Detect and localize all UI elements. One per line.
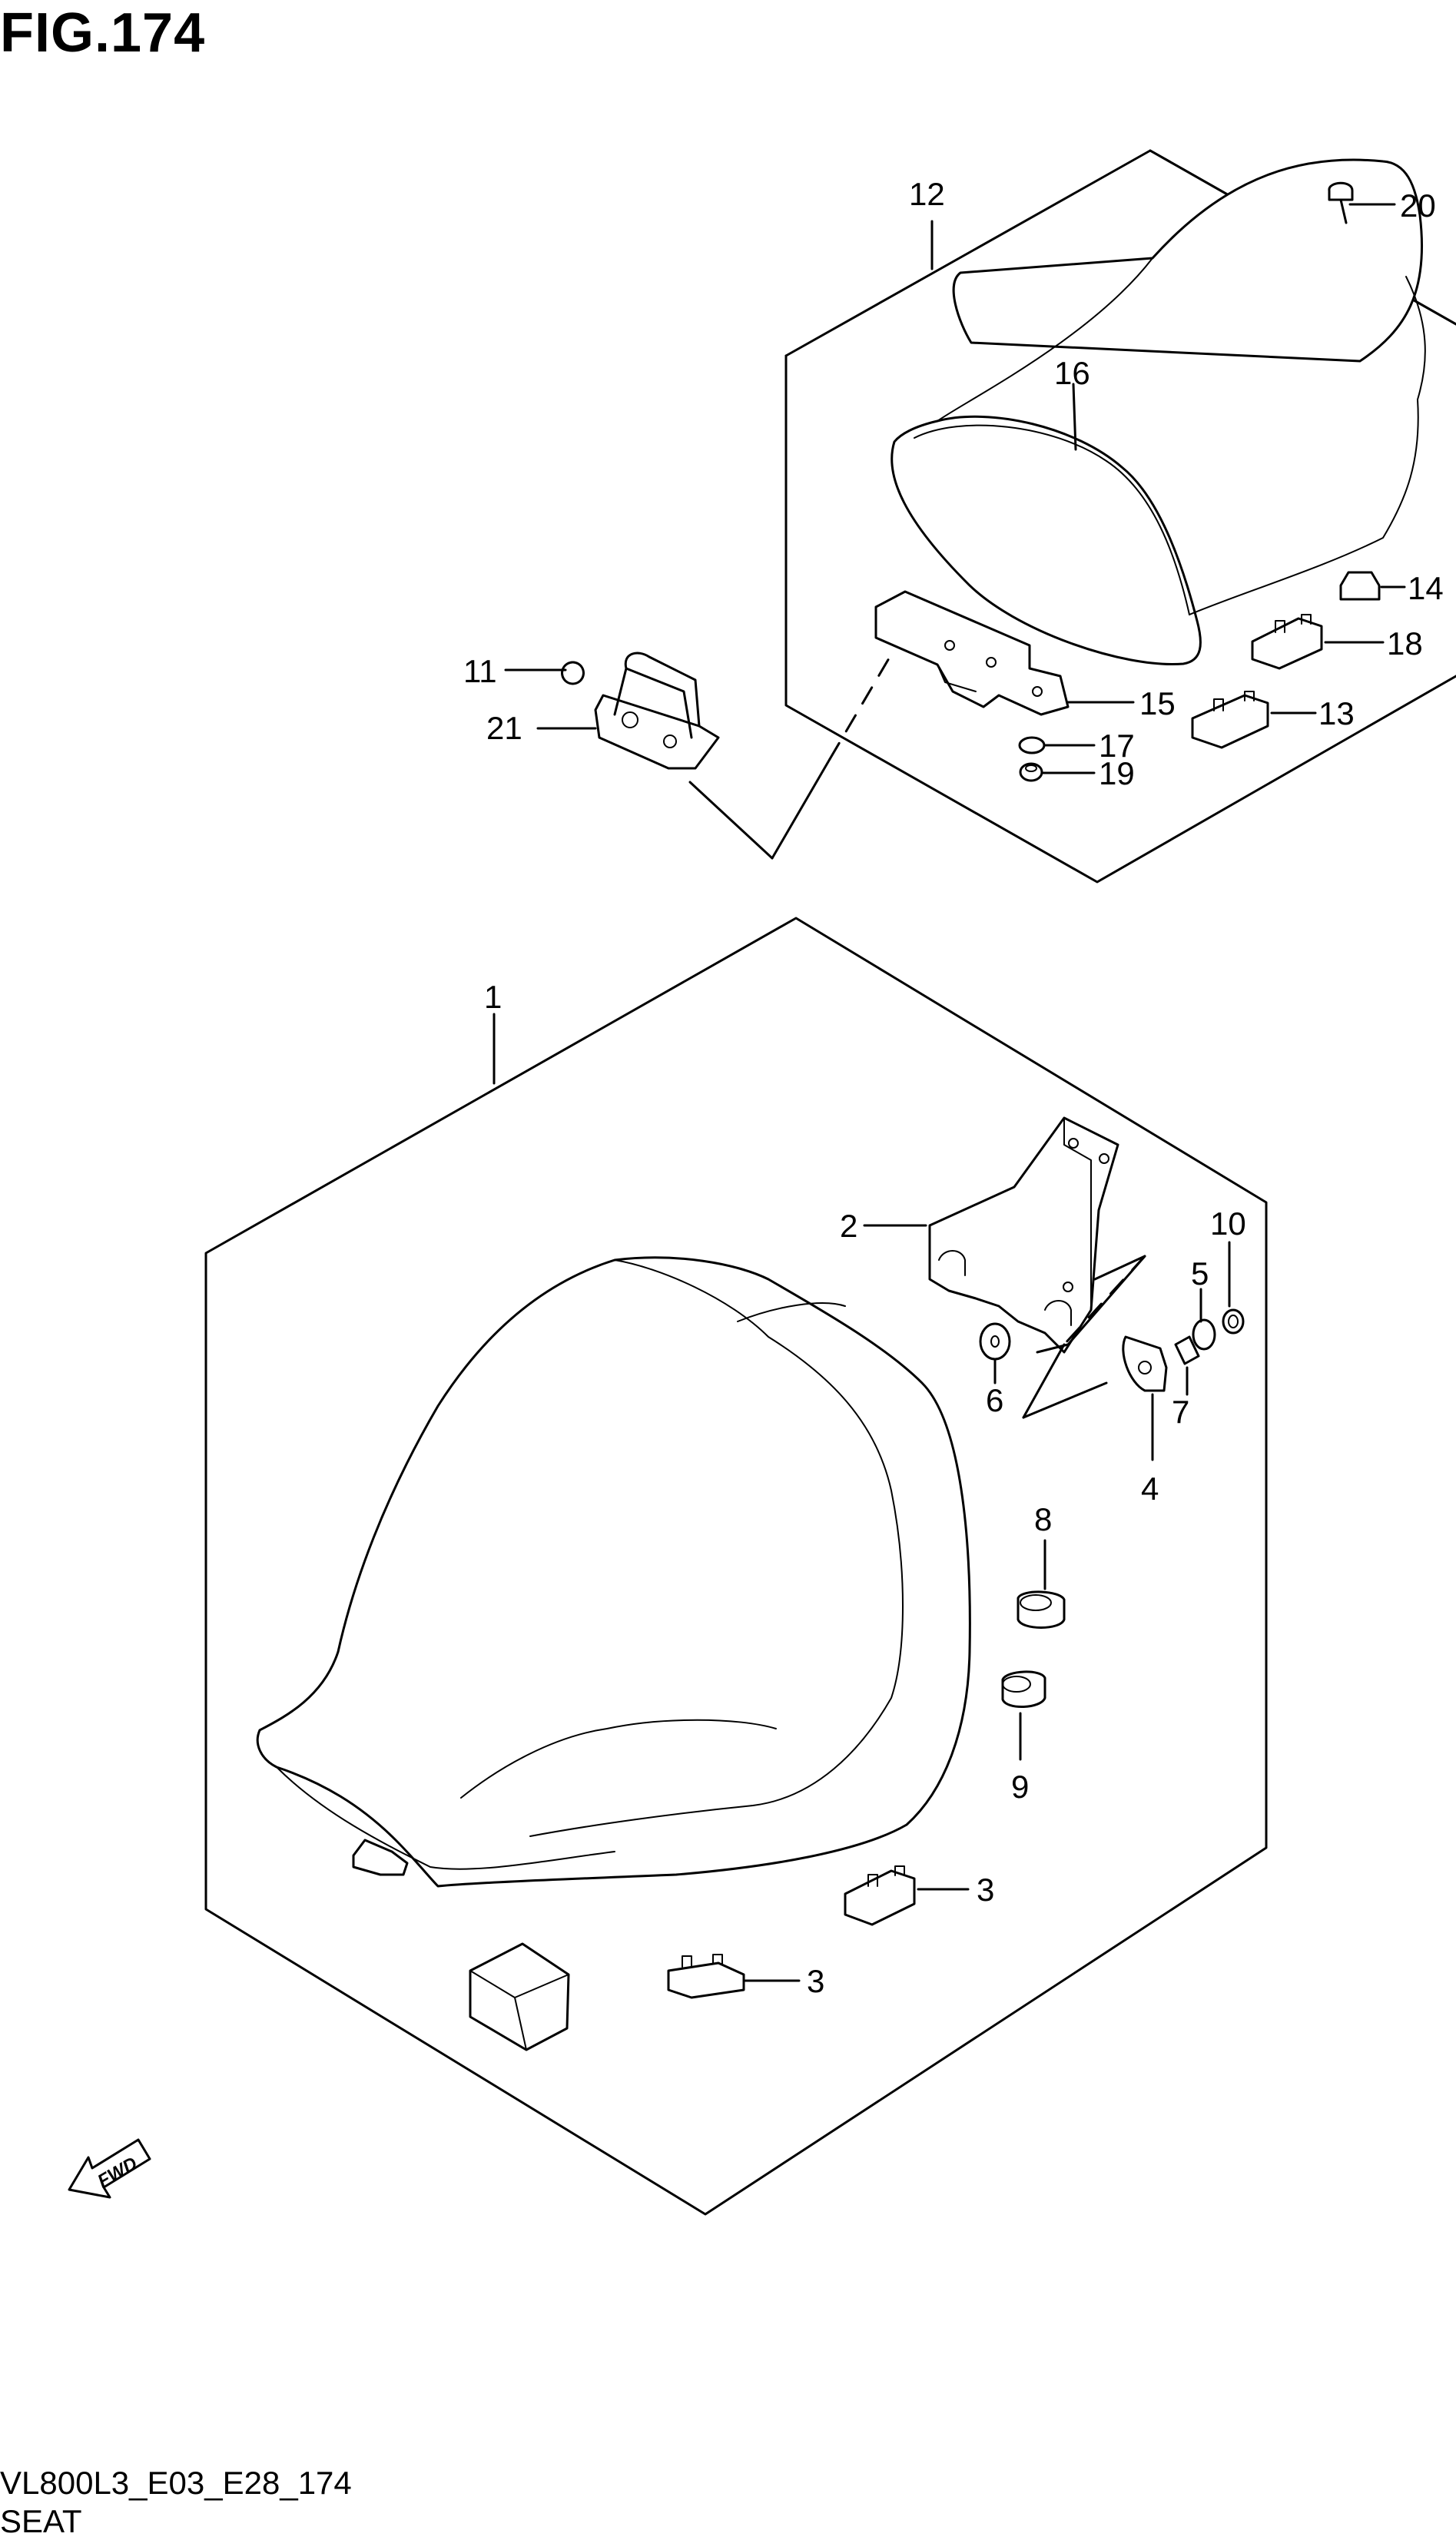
cushion-9 bbox=[1001, 1670, 1046, 1709]
callout-16: 16 bbox=[1054, 355, 1090, 391]
screw-20 bbox=[1328, 181, 1354, 224]
callout-19: 19 bbox=[1099, 755, 1135, 791]
pillion-seat bbox=[891, 158, 1426, 665]
cushion-8 bbox=[1017, 1590, 1066, 1629]
cushion-18 bbox=[1251, 614, 1323, 670]
callout-3-a: 3 bbox=[977, 1872, 994, 1908]
callouts: 12 20 16 14 18 11 15 13 21 17 19 1 2 10 … bbox=[463, 176, 1444, 1999]
grab-handle-21 bbox=[561, 652, 720, 770]
fwd-arrow-icon: FWD bbox=[68, 2138, 151, 2199]
callout-1: 1 bbox=[484, 979, 502, 1015]
cushion-13 bbox=[1191, 691, 1269, 749]
callout-21: 21 bbox=[486, 710, 522, 746]
callout-2: 2 bbox=[840, 1208, 857, 1244]
group-1-outline bbox=[204, 917, 1268, 2216]
nut-19 bbox=[1019, 762, 1043, 782]
callout-6: 6 bbox=[986, 1382, 1003, 1418]
section-name-footer: SEAT bbox=[0, 2503, 82, 2539]
main-seat bbox=[256, 1256, 971, 1888]
latch-4 bbox=[1122, 1335, 1168, 1392]
callout-5: 5 bbox=[1191, 1255, 1209, 1292]
washer-17 bbox=[1018, 736, 1046, 754]
nut-10 bbox=[1222, 1308, 1245, 1335]
cushion-3-a bbox=[844, 1865, 916, 1926]
document-box bbox=[469, 1942, 570, 2051]
model-code-footer: VL800L3_E03_E28_174 bbox=[0, 2465, 352, 2501]
callout-15: 15 bbox=[1139, 685, 1176, 721]
washer-6 bbox=[979, 1322, 1011, 1361]
seat-bracket-15 bbox=[874, 590, 1070, 716]
seat-bracket-2 bbox=[928, 1116, 1119, 1354]
cushion-3-b bbox=[667, 1954, 745, 1999]
pillion-seat-group bbox=[504, 149, 1456, 884]
callout-14: 14 bbox=[1408, 570, 1444, 606]
washer-5 bbox=[1192, 1318, 1216, 1351]
callout-13: 13 bbox=[1318, 695, 1355, 731]
collar-7 bbox=[1174, 1335, 1200, 1365]
callout-18: 18 bbox=[1387, 625, 1423, 662]
callout-9: 9 bbox=[1011, 1769, 1029, 1805]
callout-11: 11 bbox=[463, 653, 497, 689]
callout-12: 12 bbox=[909, 176, 945, 212]
callout-7: 7 bbox=[1172, 1394, 1189, 1430]
main-seat-group bbox=[204, 917, 1268, 2216]
callout-3-b: 3 bbox=[807, 1963, 824, 1999]
callout-17: 17 bbox=[1099, 728, 1135, 764]
cushion-14 bbox=[1339, 571, 1381, 601]
callout-8: 8 bbox=[1034, 1501, 1052, 1537]
callout-20: 20 bbox=[1400, 187, 1436, 224]
figure-title: FIG.174 bbox=[0, 2, 206, 64]
callout-10: 10 bbox=[1210, 1205, 1246, 1242]
callout-4: 4 bbox=[1141, 1471, 1159, 1507]
